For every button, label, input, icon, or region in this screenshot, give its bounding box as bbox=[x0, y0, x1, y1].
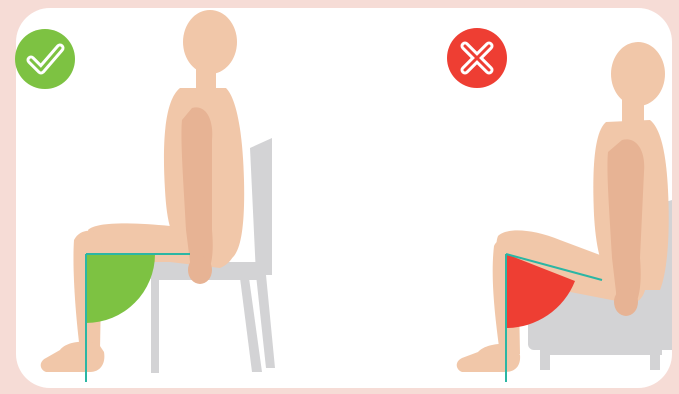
incorrect-badge bbox=[447, 28, 507, 88]
correct-badge bbox=[15, 29, 75, 89]
